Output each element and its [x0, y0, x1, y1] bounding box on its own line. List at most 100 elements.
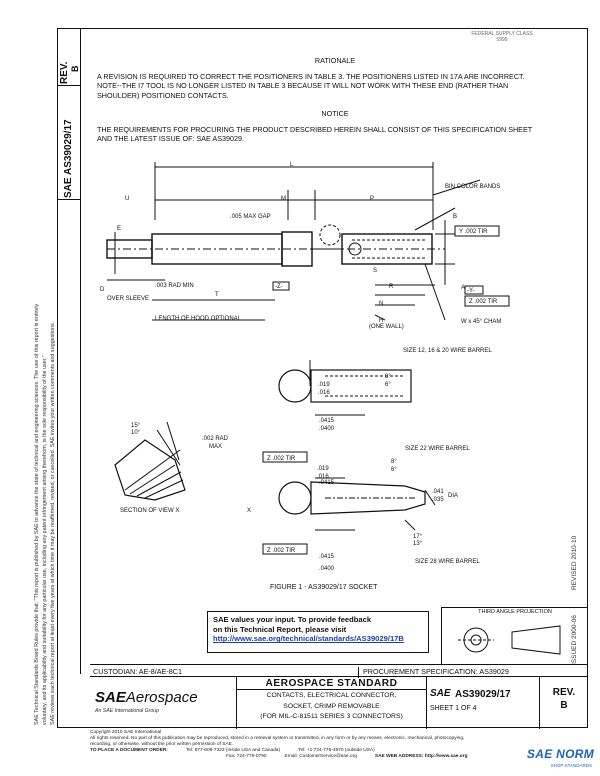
over-sleeve-label: OVER SLEEVE: [107, 296, 149, 302]
d0400-label: .0400: [319, 426, 335, 432]
d016b-label: .016: [317, 474, 329, 480]
datum-y-label: -Y-: [467, 288, 474, 294]
d041-label: .041: [432, 489, 444, 495]
rights-line-1: All rights reserved. No part of this pub…: [90, 736, 465, 741]
rad-min-label: .003 RAD MIN: [155, 283, 194, 289]
notice-heading: NOTICE: [321, 109, 349, 118]
dim-B: B: [453, 214, 457, 220]
doc-id-box: SAE AS39029/17: [57, 86, 81, 200]
logo-aerospace: Aerospace: [125, 689, 198, 706]
projection-symbol: [458, 625, 561, 655]
feedback-line-1: SAE values your input. To provide feedba…: [213, 615, 372, 624]
notice-text: THE REQUIREMENTS FOR PROCURING THE PRODU…: [97, 125, 533, 144]
web-address[interactable]: SAE WEB ADDRESS: http://www.sae.org: [374, 754, 468, 759]
watermark-subtitle: SHOP STANDARDS: [550, 763, 592, 768]
dim-P: P: [370, 196, 374, 202]
copyright: Copyright 2010 SAE International: [90, 730, 162, 735]
title-block: SAEAerospace An SAE International Group …: [90, 676, 588, 729]
dim-L: L: [290, 162, 294, 168]
deg15-label: 15°: [131, 423, 141, 429]
sae-aerospace-logo: SAEAerospace An SAE International Group: [90, 677, 237, 729]
dim-M: M: [281, 196, 286, 202]
revision-value: B: [560, 700, 568, 711]
deg10-label: 10°: [131, 430, 141, 436]
side-column: REV. B SAE AS39029/17: [57, 28, 81, 674]
d0415-label: .0415: [319, 418, 335, 424]
rev-label: REV.: [59, 61, 70, 84]
rationale-text: A REVISION IS REQUIRED TO CORRECT THE PO…: [97, 72, 525, 100]
phone-usa: Tel: 877-606-7323 (inside USA and Canada…: [185, 748, 281, 753]
dim-T: T: [215, 292, 219, 298]
third-angle-projection: THIRD ANGLE PROJECTION: [441, 607, 588, 664]
title-line-2: SOCKET, CRIMP REMOVABLE: [283, 702, 380, 710]
feedback-link[interactable]: http://www.sae.org/technical/standards/A…: [213, 634, 404, 644]
feedback-line-2: on this Technical Report, please visit: [213, 624, 347, 634]
section-x-label: SECTION OF VIEW X: [120, 508, 179, 514]
z-tir-2-label: Z .002 TIR: [267, 456, 296, 462]
one-wall-label: (ONE WALL): [369, 324, 404, 330]
rev-box-top: REV. B: [57, 28, 81, 86]
deg13-label: 13°: [413, 541, 423, 547]
stamp-line-2: 5999: [496, 37, 508, 43]
datum-z-label: -Z-: [275, 284, 283, 290]
d0415c-label: .0415: [319, 554, 335, 560]
logo-subtitle: An SAE International Group: [95, 708, 160, 714]
order-label: TO PLACE A DOCUMENT ORDER:: [90, 748, 168, 753]
feedback-box: SAE values your input. To provide feedba…: [207, 611, 429, 653]
deg6-label: 6°: [385, 382, 391, 388]
x-label: X: [247, 508, 251, 514]
rev-value: B: [70, 65, 80, 73]
dim-A: A: [461, 285, 465, 291]
sheet-number: SHEET 1 OF 4: [430, 705, 477, 712]
revision-cell: REV. B: [540, 677, 588, 729]
dim-S: S: [373, 268, 377, 274]
deg17-label: 17°: [413, 534, 423, 540]
length-hood-label: LENGTH OF HOOD OPTIONAL: [155, 316, 242, 322]
deg6b-label: 6°: [391, 467, 397, 473]
doc-id-prefix: SAE: [63, 177, 74, 198]
fax: Fax: 724-776-0790: [226, 754, 267, 759]
bin-color-bands-label: BIN COLOR BANDS: [445, 184, 500, 190]
custodian-text: CUSTODIAN: AE-8/AE-8C1: [93, 666, 182, 676]
max-label: MAX: [209, 444, 222, 450]
d019b-label: .019: [317, 466, 329, 472]
projection-label: THIRD ANGLE PROJECTION: [478, 609, 552, 615]
dim-R: R: [389, 284, 394, 290]
rights-line-2: recording, or otherwise, without the pri…: [90, 742, 234, 747]
z-tir-label: Z .002 TIR: [469, 299, 498, 305]
z-tir-3-label: Z .002 TIR: [267, 548, 296, 554]
size-22-label: SIZE 22 WIRE BARREL: [405, 446, 470, 452]
standard-heading: AEROSPACE STANDARD: [237, 677, 426, 690]
d0415b-label: .0415: [319, 480, 335, 486]
title-line-1: CONTACTS, ELECTRICAL CONNECTOR,: [266, 692, 397, 699]
phone-intl: Tel: +1 724-776-4970 (outside USA): [298, 748, 375, 753]
title-line-3: (FOR MIL-C-81511 SERIES 3 CONNECTORS): [260, 713, 403, 721]
dim-U: U: [125, 196, 129, 202]
dia-label: DIA: [448, 493, 458, 499]
document-frame: [57, 28, 588, 728]
supply-class-stamp: FEDERAL SUPPLY CLASS 5999: [447, 31, 557, 49]
d019-label: .019: [318, 382, 330, 388]
sae-mark: SAE: [430, 688, 451, 699]
h-label: H: [379, 318, 383, 324]
deg8-label: 8°: [385, 374, 391, 380]
dim-E: E: [117, 226, 121, 232]
size-12-label: SIZE 12, 16 & 20 WIRE BARREL: [403, 348, 492, 354]
stamp-line-1: FEDERAL SUPPLY CLASS: [471, 31, 533, 37]
dim-D: D: [100, 287, 105, 293]
max-gap-label: .005 MAX GAP: [230, 214, 271, 220]
standard-title-cell: AEROSPACE STANDARD CONTACTS, ELECTRICAL …: [237, 677, 427, 729]
email[interactable]: Email: CustomerService@sae.org: [284, 754, 357, 759]
rationale-heading: RATIONALE: [314, 56, 356, 65]
revision-label: REV.: [552, 687, 576, 698]
doc-id: SAE AS39029/17: [63, 119, 74, 198]
dim-N: N: [379, 301, 383, 307]
watermark-title: SAE NORM: [526, 747, 594, 761]
figure-caption: FIGURE 1 - AS39029/17 SOCKET: [270, 584, 378, 591]
technical-drawing: L U M P E B R N A S T D BIN COLOR BANDS …: [100, 162, 510, 572]
rad-max-label: .002 RAD: [202, 436, 229, 442]
d0400c-label: .0400: [319, 566, 335, 572]
d016-label: .016: [318, 390, 330, 396]
document-number: AS39029/17: [455, 689, 511, 700]
document-number-cell: SAE AS39029/17 SHEET 1 OF 4: [427, 677, 540, 729]
